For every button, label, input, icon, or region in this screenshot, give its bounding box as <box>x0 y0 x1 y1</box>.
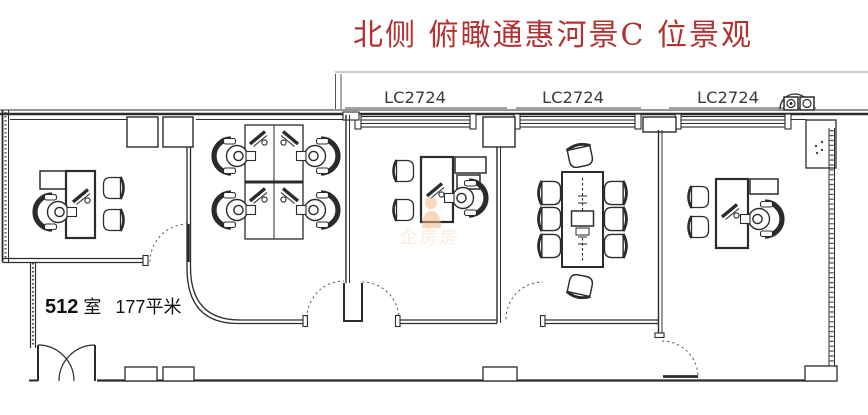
conference-room-furniture <box>537 140 628 302</box>
corridor-wall <box>394 314 658 328</box>
dimension-ticks <box>335 74 342 109</box>
left-wall <box>1 110 37 348</box>
room1-office-furniture <box>35 169 125 240</box>
column-top-1b <box>162 116 194 148</box>
column-bottom-1b <box>162 366 195 382</box>
window-band-3 <box>674 113 792 130</box>
bottom-wall <box>29 365 838 382</box>
column-bottom-right <box>804 365 838 382</box>
window-labels: LC2724 LC2724 LC2724 <box>345 88 816 109</box>
window-band-1 <box>354 113 477 130</box>
window-label-3: LC2724 <box>697 88 759 107</box>
room1-door <box>149 223 190 263</box>
column-top-1a <box>126 116 159 148</box>
corridor-double-door <box>306 280 400 320</box>
column-bottom-2 <box>482 366 518 382</box>
partition-room3-conference <box>496 147 501 323</box>
watermark-text: 企房房 <box>400 228 460 248</box>
column-top-3 <box>642 116 677 133</box>
partition-room2-room3 <box>342 111 363 322</box>
windows <box>354 113 792 130</box>
room3-guest-chair-1 <box>392 158 415 184</box>
column-bottom-1a <box>124 366 158 382</box>
room3-office-furniture <box>392 155 487 224</box>
window-label-1: LC2724 <box>384 88 446 107</box>
partition-room1-room2 <box>186 147 309 328</box>
room5-guest-chair-2 <box>687 214 710 240</box>
watermark: 企房房 <box>400 197 460 248</box>
right-wall <box>828 128 835 367</box>
conference-chair <box>537 179 562 207</box>
room5-office-furniture <box>687 177 783 250</box>
conference-chair <box>564 140 596 171</box>
entry-double-door <box>37 344 96 382</box>
corridor-door-stub <box>343 283 363 322</box>
room1-desk <box>64 169 97 240</box>
conference-chair <box>603 232 628 260</box>
view-title: 北侧 俯瞰通惠河景C 位景观 <box>353 18 753 53</box>
conference-chair <box>564 271 596 302</box>
conference-chair <box>537 205 562 233</box>
columns <box>126 116 837 169</box>
room5-door <box>661 340 699 378</box>
column-top-2 <box>482 116 516 148</box>
conference-chair <box>603 205 628 233</box>
room5-guest-chair-1 <box>687 184 710 210</box>
room1-guest-chair-1 <box>102 175 125 201</box>
room2-workstation-cluster <box>214 124 338 240</box>
sink-fixture <box>779 93 815 111</box>
column-top-right <box>805 119 837 169</box>
room1-south-wall <box>2 254 149 267</box>
room1-guest-chair-2 <box>102 207 125 233</box>
conference-chair <box>537 232 562 260</box>
room3-guest-chair-2 <box>392 197 415 223</box>
column-dots <box>814 140 824 155</box>
conference-door <box>505 281 544 320</box>
window-band-2 <box>513 113 642 130</box>
window-label-2: LC2724 <box>542 88 604 107</box>
partition-conference-room5 <box>654 130 665 339</box>
conference-phone <box>570 210 595 227</box>
room-label: 512 室 177平米 <box>45 296 181 318</box>
conference-chair <box>603 179 628 207</box>
